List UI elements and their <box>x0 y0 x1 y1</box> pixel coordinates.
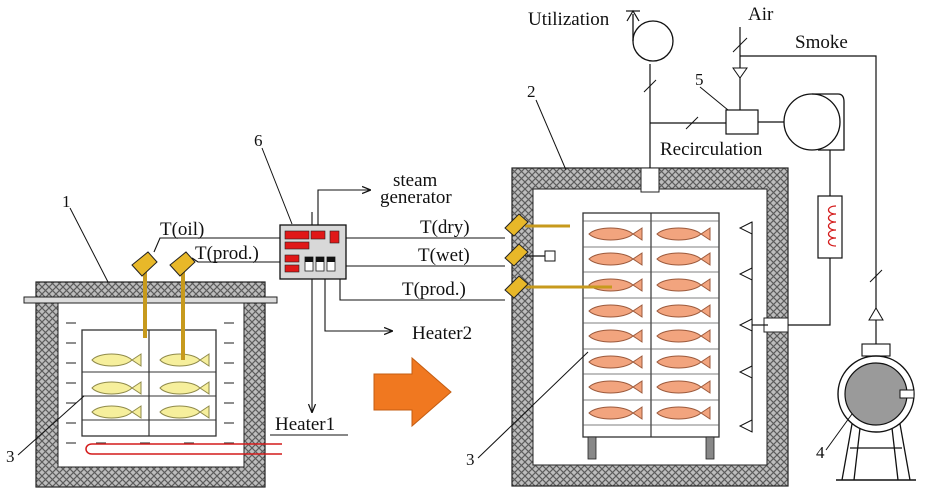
oil-level-marks <box>66 322 234 444</box>
recirculation-duct <box>650 109 786 135</box>
air-label: Air <box>748 4 774 25</box>
callout-3-right: 3 <box>466 450 475 469</box>
controller-unit <box>279 224 347 280</box>
dry-temperature-probe <box>504 213 570 237</box>
smoke-label: Smoke <box>795 32 848 53</box>
process-flow-arrow <box>373 356 452 428</box>
callout-6: 6 <box>254 131 263 150</box>
fish-rack <box>582 212 720 460</box>
t-wet-label: T(wet) <box>418 245 470 266</box>
utilization-label: Utilization <box>528 9 610 30</box>
product-temperature-probe-right <box>504 275 612 299</box>
circulation-fan <box>783 93 845 196</box>
callout-5: 5 <box>695 70 704 89</box>
product-temperature-probe-left <box>169 251 196 360</box>
wet-temperature-probe <box>504 243 556 267</box>
t-dry-label: T(dry) <box>420 217 470 238</box>
smoke-generator <box>836 343 916 481</box>
steam-generator-label-line2: generator <box>380 187 452 208</box>
exhaust-duct <box>626 9 674 168</box>
air-heater <box>788 195 843 326</box>
air-inlet <box>732 27 748 110</box>
callout-1: 1 <box>62 192 71 211</box>
oil-bath-tank <box>23 281 282 488</box>
t-prod-right-label: T(prod.) <box>402 279 466 300</box>
heater1-label: Heater1 <box>275 414 335 435</box>
smoke-distributor-nozzles <box>738 221 768 433</box>
steam-generator-label-line1: steam <box>393 170 438 191</box>
callout-2: 2 <box>527 82 536 101</box>
oil-temperature-probe <box>131 251 158 338</box>
t-oil-label: T(oil) <box>160 219 204 240</box>
callout-4: 4 <box>816 443 825 462</box>
callout-3-left: 3 <box>6 447 15 466</box>
heater1-coil <box>85 443 282 455</box>
recirculation-label: Recirculation <box>660 139 763 160</box>
t-prod-left-label: T(prod.) <box>195 243 259 264</box>
heater2-label: Heater2 <box>412 323 472 344</box>
